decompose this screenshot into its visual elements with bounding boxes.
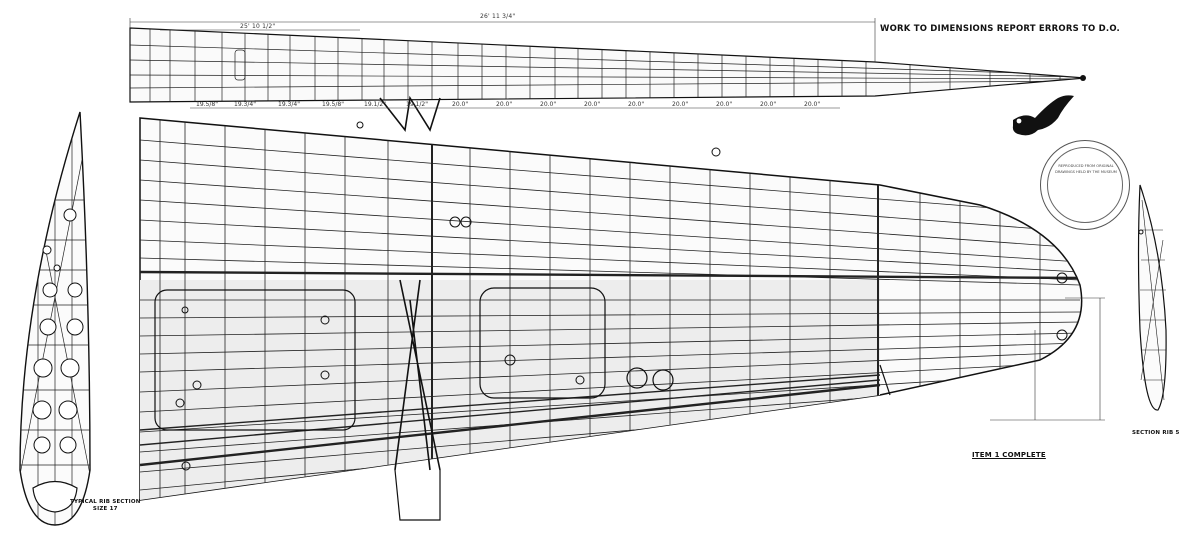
rib-spacing-label: 20.0" — [584, 101, 601, 108]
rib-spacing-label: 20.0" — [496, 101, 513, 108]
typical-rib-section — [19, 111, 91, 526]
rib-spacing-label: 19.1/2" — [364, 101, 386, 108]
rib-spacing-label: 19.3/4" — [234, 101, 256, 108]
typical-rib-title: TYPICAL RIB SECTION — [70, 499, 141, 505]
bird-silhouette-icon — [1012, 95, 1074, 136]
stamp-ring — [1047, 147, 1123, 223]
rib-spacing-label: 20.0" — [628, 101, 645, 108]
stamp-text: REPRODUCED FROM ORIGINAL DRAWINGS HELD B… — [1055, 164, 1117, 174]
rib-spacing-label: 20.0" — [760, 101, 777, 108]
museum-stamp: REPRODUCED FROM ORIGINAL DRAWINGS HELD B… — [1040, 140, 1130, 230]
rib-spacing-label: 19.3/4" — [278, 101, 300, 108]
item-complete-label: ITEM 1 COMPLETE — [972, 451, 1046, 459]
rib-spacing-label: 20.0" — [716, 101, 733, 108]
top-span-view — [129, 18, 1086, 132]
rib-spacing-label: 20.0" — [540, 101, 557, 108]
rib-spacing-label: 20.0" — [804, 101, 821, 108]
rib-spacing-label: 20.0" — [672, 101, 689, 108]
rib-spacing-label: 19.5/8" — [322, 101, 344, 108]
rib-spacing-dimensions: 19.5/8" 19.3/4" 19.3/4" 19.5/8" 19.1/2" … — [196, 101, 836, 111]
rib5-section — [1137, 184, 1167, 411]
overall-span-dimension: 26' 11 3/4" — [480, 13, 516, 20]
rib-spacing-label: 19.1/2" — [406, 101, 428, 108]
work-to-dimensions-note: WORK TO DIMENSIONS REPORT ERRORS TO D.O. — [880, 24, 1120, 34]
wing-plan-view — [139, 117, 1105, 521]
typical-rib-size: SIZE 17 — [92, 506, 118, 512]
rib-spacing-label: 20.0" — [452, 101, 469, 108]
typical-rib-section-label: TYPICAL RIB SECTION SIZE 17 — [70, 499, 141, 513]
section-rib5-label: SECTION RIB 5 — [1132, 430, 1180, 436]
partial-span-dimension: 25' 10 1/2" — [240, 23, 276, 30]
rib-spacing-label: 19.5/8" — [196, 101, 218, 108]
